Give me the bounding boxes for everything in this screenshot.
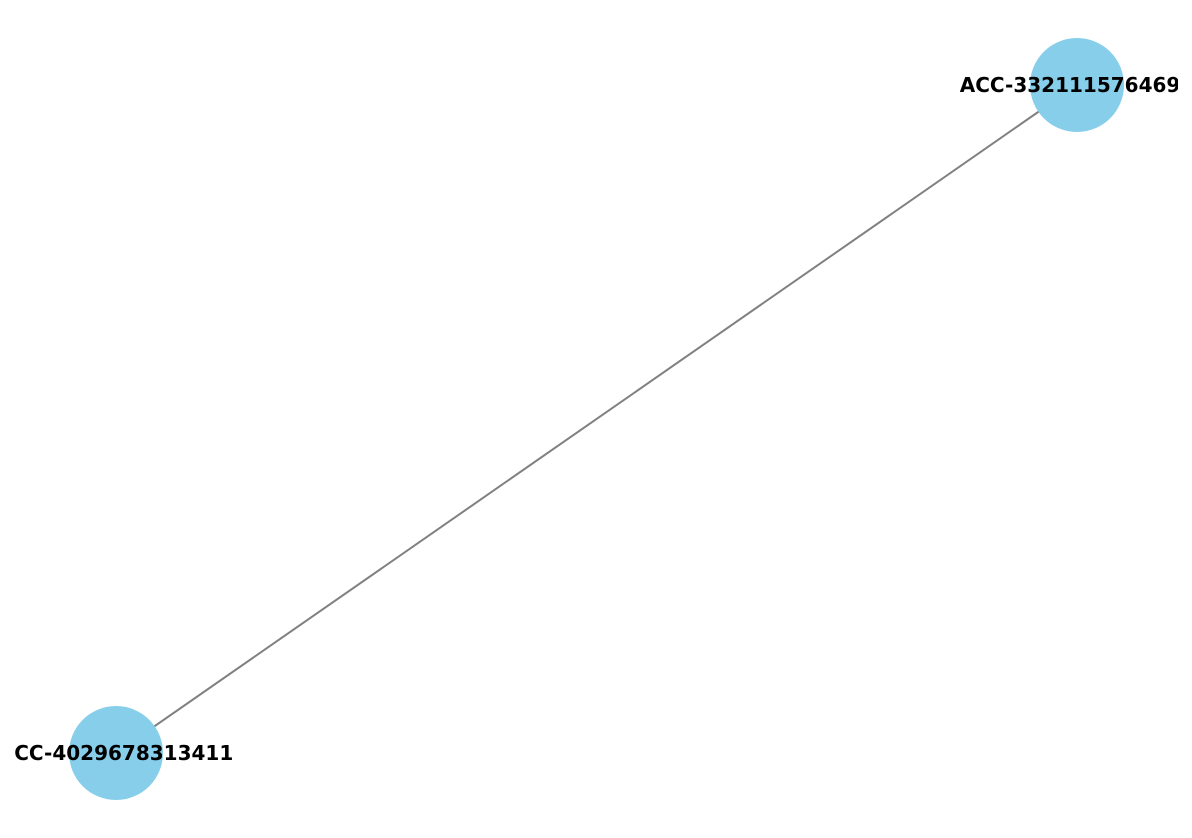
node-circle[interactable] — [1030, 38, 1124, 132]
graph-node-acc-4029678313411[interactable]: ACC-4029678313411 — [0, 706, 233, 800]
graph-node-acc-3321115764696[interactable]: ACC-3321115764696 — [960, 38, 1192, 132]
node-label: ACC-3321115764696 — [960, 73, 1192, 97]
node-label: ACC-4029678313411 — [0, 741, 233, 765]
node-circle[interactable] — [69, 706, 163, 800]
graph-edge — [115, 84, 1078, 754]
